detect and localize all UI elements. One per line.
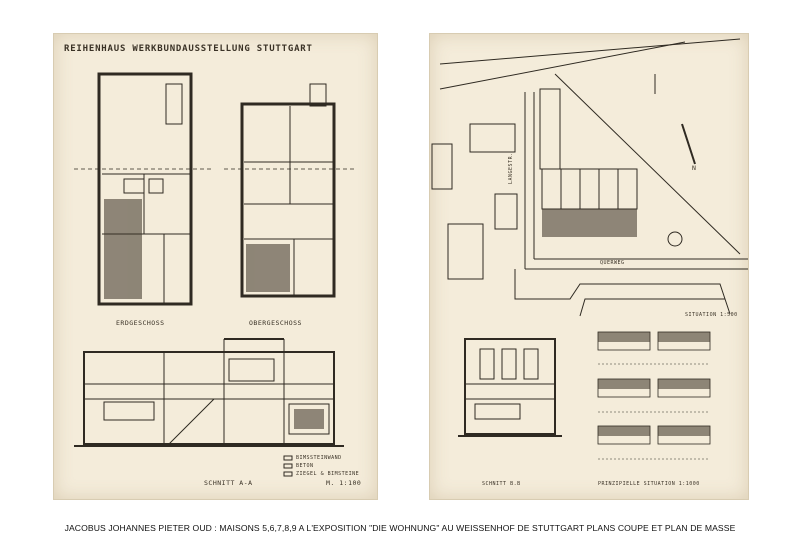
site-plan-drawing (431, 38, 748, 460)
ground-floor-label: ERDGESCHOSS (116, 319, 165, 327)
scale-label: M. 1:100 (326, 479, 362, 487)
sheet-title: REIHENHAUS WERKBUNDAUSSTELLUNG STUTTGART (64, 44, 313, 54)
legend-item: BETON (296, 463, 314, 469)
section-b-label: SCHNITT B.B (482, 481, 521, 487)
plan-sheet-left: REIHENHAUS WERKBUNDAUSSTELLUNG STUTTGART… (53, 33, 378, 500)
plan-sheet-right: LANGESTR. QUERWEG N SITUATION 1:500 SCHN… (429, 33, 749, 500)
legend-item: BIMSSTEINWAND (296, 455, 342, 461)
upper-floor-label: OBERGESCHOSS (249, 319, 302, 327)
north-label: N (692, 164, 697, 172)
langestr-label: LANGESTR. (508, 152, 514, 184)
floor-plans-drawing (74, 72, 354, 477)
section-label: SCHNITT A-A (204, 479, 253, 487)
legend-item: ZIEGEL & BIMSTEINE (296, 471, 360, 477)
image-caption: JACOBUS JOHANNES PIETER OUD : MAISONS 5,… (64, 523, 736, 533)
principal-situation-label: PRINZIPIELLE SITUATION 1:1000 (598, 481, 700, 487)
querweg-label: QUERWEG (600, 260, 625, 266)
situation-label: SITUATION 1:500 (685, 312, 738, 318)
